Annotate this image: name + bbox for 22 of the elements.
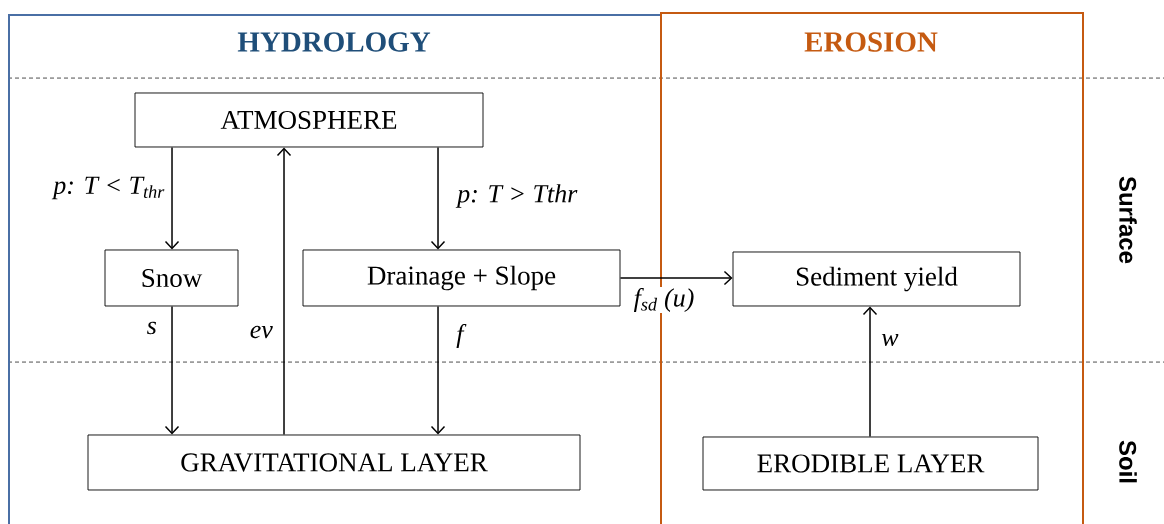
edge-label: f: [455, 323, 467, 349]
process-box: ATMOSPHERE: [134, 92, 484, 148]
process-box: Sediment yield: [732, 251, 1021, 307]
edge-label: ev: [248, 324, 274, 340]
edge-label: p: T > Tthr: [455, 183, 579, 209]
arrow: [164, 146, 180, 250]
arrow: [430, 146, 446, 250]
process-box: ERODIBLE LAYER: [702, 436, 1039, 491]
arrow: [276, 147, 292, 436]
arrow: [619, 270, 733, 286]
side-label: Soil: [1119, 440, 1137, 483]
arrow: [430, 305, 446, 435]
process-box: Drainage + Slope: [302, 249, 621, 307]
arrow: [164, 305, 180, 435]
edge-label: p: T < T$_{thr}$: [51, 175, 166, 201]
edge-label: s: [145, 320, 158, 336]
side-label: Surface: [1119, 176, 1137, 264]
process-box: Snow: [104, 249, 239, 307]
process-box: GRAVITATIONAL LAYER: [87, 434, 581, 491]
edge-label: f$_{sd}$ (u): [632, 287, 696, 313]
edge-label: w: [880, 332, 900, 348]
arrow: [862, 306, 878, 438]
